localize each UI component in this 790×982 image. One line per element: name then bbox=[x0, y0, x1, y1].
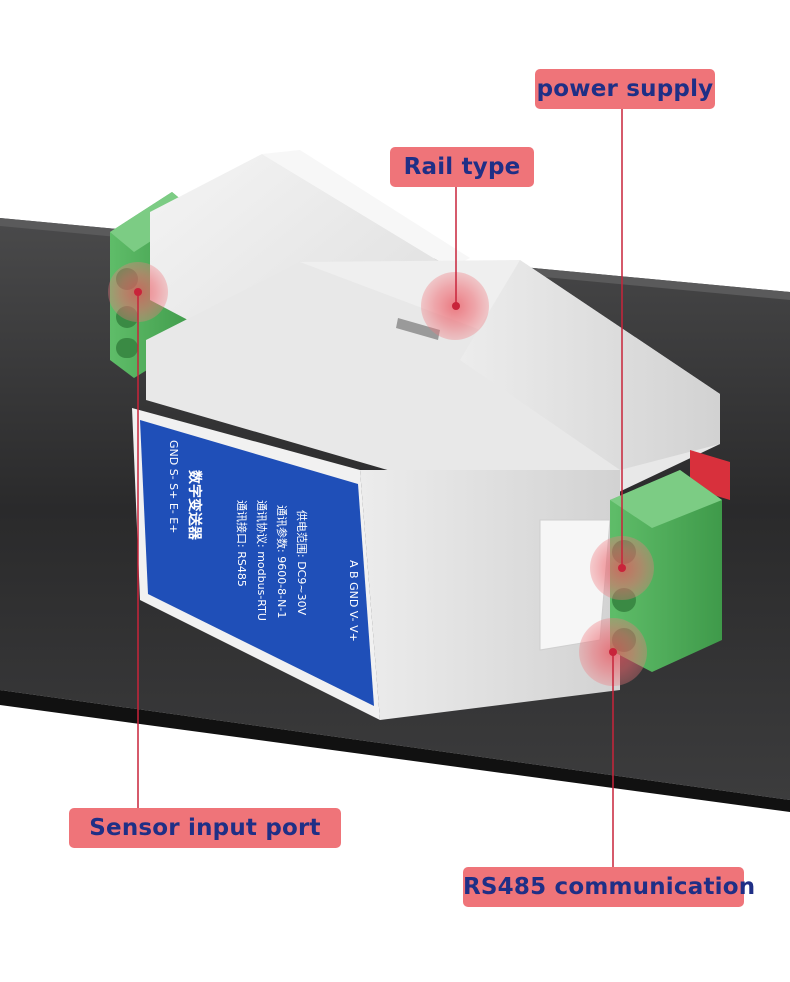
leader-dots bbox=[134, 288, 626, 656]
leader-lines bbox=[137, 109, 623, 867]
callout-power-supply: power supply bbox=[535, 69, 715, 109]
terminal-bottom-labels: A B GND V- V+ bbox=[347, 560, 360, 642]
terminal-top-labels: GND S- S+ E- E+ bbox=[167, 440, 180, 533]
transmitter-device: GND S- S+ E- E+ 数字变送器 通讯接口: RS485 通讯协议: … bbox=[110, 150, 730, 720]
spec-interface: 通讯接口: RS485 bbox=[235, 500, 248, 587]
device-label: GND S- S+ E- E+ 数字变送器 通讯接口: RS485 通讯协议: … bbox=[140, 420, 374, 706]
callout-sensor-input-port: Sensor input port bbox=[69, 808, 341, 848]
callout-rail-type: Rail type bbox=[390, 147, 534, 187]
device-title: 数字变送器 bbox=[186, 470, 203, 541]
callout-rs485-communication: RS485 communication bbox=[463, 867, 755, 907]
spec-protocol: 通讯协议: modbus-RTU bbox=[255, 500, 269, 621]
spec-power-range: 供电范围: DC9~30V bbox=[295, 510, 309, 616]
spec-parameters: 通讯参数: 9600-8-N-1 bbox=[275, 505, 289, 618]
